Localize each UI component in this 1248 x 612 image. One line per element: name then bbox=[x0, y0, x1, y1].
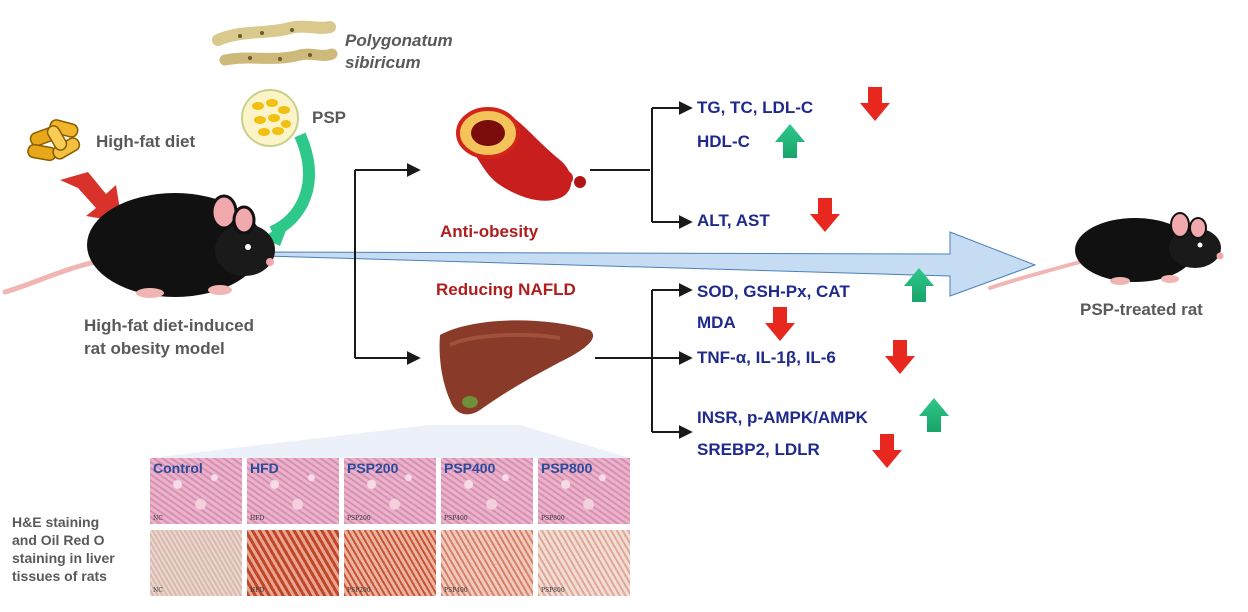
model-label-line1: High-fat diet-induced bbox=[84, 316, 254, 335]
rhizome-icon bbox=[212, 20, 338, 66]
reducing-nafld-label: Reducing NAFLD bbox=[436, 280, 576, 299]
marker-tg-tc-ldl: TG, TC, LDL-C bbox=[697, 98, 814, 117]
marker-insr-ampk: INSR, p-AMPK/AMPK bbox=[697, 408, 868, 427]
psp-dish-icon bbox=[241, 89, 299, 147]
oro-panel-control: NC bbox=[150, 530, 242, 596]
effects-bracket bbox=[354, 163, 421, 365]
model-label-line2: rat obesity model bbox=[84, 339, 225, 358]
panel-label: PSP400 bbox=[444, 460, 496, 476]
he-panel-psp200: PSP200 PSP200 bbox=[344, 458, 436, 524]
zoom-wedge bbox=[150, 425, 630, 458]
marker-mda: MDA bbox=[697, 313, 736, 332]
staining-caption-line4: tissues of rats bbox=[12, 568, 107, 584]
diet-arrow bbox=[60, 172, 122, 222]
panel-caption: HFD bbox=[250, 515, 265, 522]
staining-caption-line3: staining in liver bbox=[12, 550, 115, 566]
plant-name: Polygonatum sibiricum bbox=[345, 30, 453, 74]
up-arrow-icon bbox=[919, 398, 949, 432]
panel-caption: PSP200 bbox=[347, 515, 371, 522]
plant-name-line1: Polygonatum bbox=[345, 31, 453, 50]
psp-arrow bbox=[262, 132, 315, 246]
artery-icon bbox=[456, 107, 586, 201]
plant-name-line2: sibiricum bbox=[345, 53, 421, 72]
oro-panel-hfd: HFD bbox=[247, 530, 339, 596]
panel-caption: PSP400 bbox=[444, 587, 468, 594]
he-panel-psp400: PSP400 PSP400 bbox=[441, 458, 533, 524]
marker-srebp2-ldlr: SREBP2, LDLR bbox=[697, 440, 820, 459]
down-arrow-icon bbox=[872, 434, 902, 468]
obese-rat-icon bbox=[2, 193, 275, 298]
panel-caption: PSP400 bbox=[444, 515, 468, 522]
panel-label: PSP800 bbox=[541, 460, 593, 476]
model-label: High-fat diet-induced rat obesity model bbox=[84, 314, 254, 360]
down-arrow-icon bbox=[885, 340, 915, 374]
oro-panel-psp400: PSP400 bbox=[441, 530, 533, 596]
he-panel-control: Control NC bbox=[150, 458, 242, 524]
panel-caption: PSP200 bbox=[347, 587, 371, 594]
panel-label: Control bbox=[153, 460, 203, 476]
marker-hdl: HDL-C bbox=[697, 132, 750, 151]
treated-rat-label: PSP-treated rat bbox=[1080, 300, 1203, 319]
panel-label: PSP200 bbox=[347, 460, 399, 476]
oro-panel-psp200: PSP200 bbox=[344, 530, 436, 596]
up-arrow-icon bbox=[904, 268, 934, 302]
panel-caption: NC bbox=[153, 587, 163, 594]
marker-alt-ast: ALT, AST bbox=[697, 211, 770, 230]
panel-caption: HFD bbox=[250, 587, 265, 594]
marker-sod-gsh-cat: SOD, GSH-Px, CAT bbox=[697, 282, 850, 301]
anti-obesity-label: Anti-obesity bbox=[440, 222, 539, 241]
panel-caption: PSP800 bbox=[541, 515, 565, 522]
treated-rat-icon bbox=[988, 212, 1224, 290]
panel-label: HFD bbox=[250, 460, 279, 476]
obesity-bracket bbox=[590, 101, 693, 229]
he-panel-psp800: PSP800 PSP800 bbox=[538, 458, 630, 524]
high-fat-diet-label: High-fat diet bbox=[96, 132, 196, 151]
staining-caption-line1: H&E staining bbox=[12, 514, 100, 530]
staining-caption: H&E staining and Oil Red O staining in l… bbox=[12, 513, 115, 585]
nafld-bracket bbox=[595, 283, 693, 439]
psp-label: PSP bbox=[312, 108, 347, 127]
liver-icon bbox=[439, 320, 594, 415]
marker-tnf-il: TNF-α, IL-1β, IL-6 bbox=[697, 348, 836, 367]
down-arrow-icon bbox=[810, 198, 840, 232]
down-arrow-icon bbox=[860, 87, 890, 121]
down-arrow-icon bbox=[765, 307, 795, 341]
progression-arrow bbox=[264, 231, 1037, 297]
he-panel-hfd: HFD HFD bbox=[247, 458, 339, 524]
panel-caption: PSP800 bbox=[541, 587, 565, 594]
histology-grid: Control NC HFD HFD PSP200 PSP200 PSP400 … bbox=[150, 458, 630, 598]
high-fat-diet-icon bbox=[27, 119, 81, 162]
staining-caption-line2: and Oil Red O bbox=[12, 532, 105, 548]
oro-panel-psp800: PSP800 bbox=[538, 530, 630, 596]
up-arrow-icon bbox=[775, 124, 805, 158]
panel-caption: NC bbox=[153, 515, 163, 522]
